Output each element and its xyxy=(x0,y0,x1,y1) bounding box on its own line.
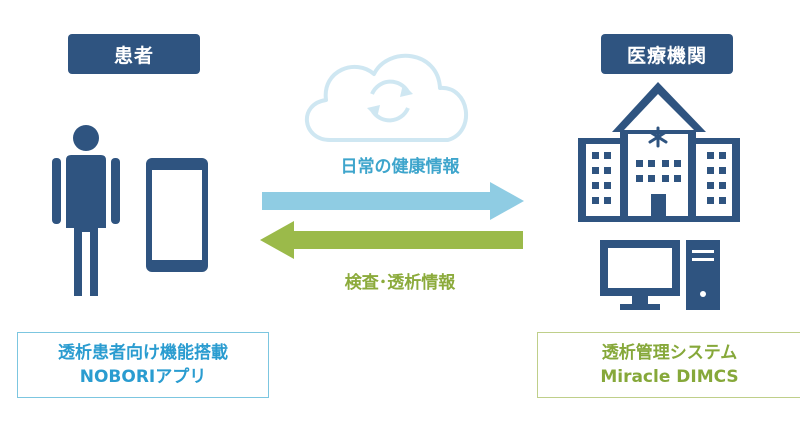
flow-label-to-patient: 検査･透析情報 xyxy=(344,273,456,293)
hospital-badge: 医療機関 xyxy=(601,34,733,74)
person-icon xyxy=(52,125,120,296)
arrow-left xyxy=(260,221,523,259)
hospital-building-icon xyxy=(578,82,740,222)
flow-label-to-hospital: 日常の健康情報 xyxy=(340,157,460,177)
asterisk-icon xyxy=(648,126,668,148)
desktop-computer-icon xyxy=(600,240,720,310)
system-name-line2: Miracle DIMCS xyxy=(600,367,739,387)
patient-badge: 患者 xyxy=(68,34,200,74)
app-name-line2: NOBORIアプリ xyxy=(79,367,207,387)
app-name-box: 透析患者向け機能搭載 NOBORIアプリ xyxy=(17,332,269,398)
smartphone-icon xyxy=(146,158,208,272)
system-name-box: 透析管理システム Miracle DIMCS xyxy=(537,332,800,398)
app-name-line1: 透析患者向け機能搭載 xyxy=(58,343,228,363)
cloud-sync-icon xyxy=(305,53,469,142)
arrow-right xyxy=(262,182,524,220)
system-name-line1: 透析管理システム xyxy=(601,343,738,363)
